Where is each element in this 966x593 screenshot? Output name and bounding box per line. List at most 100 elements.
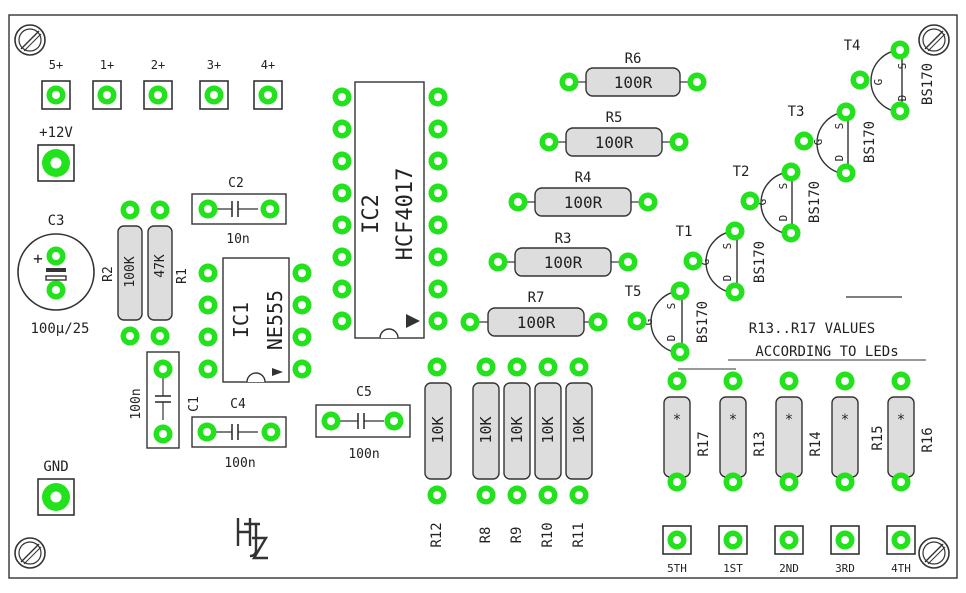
pad-1: [92, 80, 122, 110]
c1-value: 100n: [129, 388, 144, 419]
r13-resistor: * R13: [719, 371, 768, 492]
led-pad-4th-label: 4TH: [891, 562, 911, 575]
t1-pin-s: S: [721, 243, 734, 250]
t3-pin-s: S: [833, 123, 846, 130]
t5-pin-d: D: [665, 335, 678, 342]
r9-ref: R9: [509, 527, 525, 544]
r8-ref: R8: [478, 527, 494, 544]
t3-part: BS170: [862, 121, 878, 163]
r16-marker: *: [897, 412, 905, 428]
c5-value: 100n: [348, 447, 379, 462]
pad-5: [41, 80, 71, 110]
t4-pin-g: G: [872, 79, 885, 86]
r6-value: 100R: [614, 73, 653, 92]
c5-ref: C5: [356, 385, 372, 400]
mounting-hole-icon: [918, 24, 950, 56]
pad-hole: [50, 157, 62, 169]
pad-label-1: 1+: [100, 58, 114, 72]
ic1-chip: IC1 NE555: [198, 257, 312, 383]
r11-ref: R11: [571, 522, 587, 547]
r4-resistor: R4 100R: [508, 170, 658, 217]
r1-ref: R1: [175, 268, 190, 284]
r15-marker: *: [841, 412, 849, 428]
mounting-hole-icon: [918, 537, 950, 569]
pad-2: [143, 80, 173, 110]
t2-pin-g: G: [756, 199, 769, 206]
pad-label-3: 3+: [207, 58, 221, 72]
r6-ref: R6: [625, 51, 642, 67]
t1-part: BS170: [752, 241, 768, 283]
c2-ref: C2: [228, 176, 244, 191]
r16-resistor: * R16: [887, 371, 936, 492]
pad-hole: [50, 491, 62, 503]
hjz-logo-icon: [236, 518, 269, 560]
t3-transistor: T3 S G D BS170: [788, 102, 878, 183]
mounting-hole-icon: [14, 537, 46, 569]
r4-value: 100R: [564, 193, 603, 212]
r10-ref: R10: [540, 522, 556, 547]
led-pad-4th: [886, 525, 916, 555]
r3-resistor: R3 100R: [488, 231, 638, 277]
t4-pin-s: S: [896, 63, 909, 70]
t3-ref: T3: [788, 104, 805, 120]
c4-value: 100n: [224, 456, 255, 471]
gnd-label: GND: [43, 459, 68, 475]
r14-resistor: * R14: [775, 371, 824, 492]
t2-transistor: T2 S G D BS170: [733, 162, 823, 243]
r10-value: 10K: [539, 416, 557, 443]
t4-ref: T4: [844, 38, 861, 54]
c3-plus-icon: +: [33, 249, 43, 268]
t1-pin-d: D: [721, 275, 734, 282]
t3-pin-d: D: [833, 155, 846, 162]
t5-pin-g: G: [642, 319, 655, 326]
r1-resistor: 47K R1: [147, 200, 190, 346]
r2-value: 100K: [123, 256, 138, 287]
t1-ref: T1: [676, 224, 693, 240]
r13-marker: *: [729, 412, 737, 428]
t5-part: BS170: [695, 301, 711, 343]
t4-transistor: T4 S G D BS170: [844, 38, 936, 121]
led-pads: 5TH 1ST 2ND 3RD 4TH: [662, 525, 916, 575]
t5-transistor: T5 S G D BS170: [625, 281, 711, 362]
r12-resistor: 10K R12: [424, 357, 452, 548]
r7-resistor: R7 100R: [460, 290, 608, 337]
r3-ref: R3: [555, 231, 572, 247]
pad-label-5: 5+: [49, 58, 63, 72]
c4-ref: C4: [230, 397, 246, 412]
board-outline: [8, 14, 958, 579]
gnd-pad-frame: [37, 478, 75, 516]
r3-value: 100R: [544, 253, 583, 272]
t2-ref: T2: [733, 164, 750, 180]
r9-resistor: 10K R9: [503, 357, 531, 544]
mounting-hole-icon: [14, 24, 46, 56]
t3-pin-g: G: [812, 139, 825, 146]
led-pad-3rd: [830, 525, 860, 555]
led-pad-1st: [718, 525, 748, 555]
led-pad-2nd: [774, 525, 804, 555]
c3-value: 100µ/25: [30, 321, 89, 337]
c2-value: 10n: [226, 232, 249, 247]
c3-capacitor: C3 + 100µ/25: [17, 213, 95, 337]
c1-capacitor: 100n C1: [129, 351, 202, 449]
led-pad-5th: [662, 525, 692, 555]
t2-pin-d: D: [777, 215, 790, 222]
power-12v-pad-frame: [37, 144, 75, 182]
r5-value: 100R: [595, 133, 634, 152]
header-pads: 5+ 1+ 2+ 3+ 4+: [41, 58, 283, 110]
r17-ref: R17: [696, 431, 712, 456]
r12-ref: R12: [429, 522, 445, 547]
r2-resistor: 100K R2: [101, 200, 143, 346]
r12-value: 10K: [429, 416, 447, 443]
power-12v-label: +12V: [39, 125, 73, 141]
t4-pin-d: D: [896, 95, 909, 102]
ic2-chip: IC2 HCF4017: [332, 81, 448, 339]
c5-capacitor: C5 100n: [315, 385, 411, 462]
c4-capacitor: C4 100n: [191, 397, 287, 471]
ic2-part: HCF4017: [393, 168, 418, 261]
r15-ref: R15: [870, 425, 886, 450]
t2-part: BS170: [807, 181, 823, 223]
r11-resistor: 10K R11: [565, 357, 593, 548]
r11-value: 10K: [570, 416, 588, 443]
r15-resistor: * R15: [831, 371, 886, 492]
